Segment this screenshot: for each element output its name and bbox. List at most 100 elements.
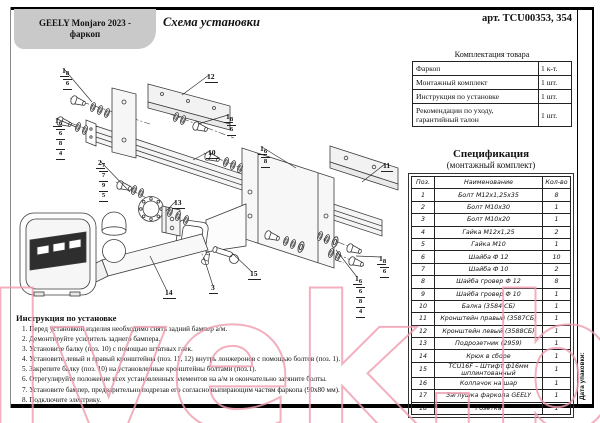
spec-qty: 1 <box>542 214 570 226</box>
spec-row: 9 Шайба гровер Ф 10 1 <box>412 287 570 300</box>
spec-pos: 9 <box>412 288 435 300</box>
spec-row: 7 Шайба Ф 10 2 <box>412 262 570 276</box>
spec-qty: 1 <box>542 390 570 402</box>
spec-pos: 10 <box>412 300 435 313</box>
package-item-name: Фаркоп <box>413 62 539 75</box>
spec-header-qty: Кол-во <box>542 177 570 189</box>
spec-qty: 1 <box>542 338 570 350</box>
spec-qty: 1 <box>542 201 570 214</box>
spec-pos: 3 <box>412 214 435 226</box>
spec-pos: 15 <box>412 362 435 377</box>
instruction-step: 3. Установите балку (поз. 10) с помощью … <box>22 345 193 354</box>
spec-qty: 2 <box>542 226 570 238</box>
spec-pos: 5 <box>412 238 435 251</box>
spec-box: Поз. Наименование Кол-во 1 Болт М12х1,25х… <box>408 173 574 419</box>
frame-right-outer-line <box>592 7 594 408</box>
spec-name: Заглушка фаркопа GEELY <box>446 392 531 400</box>
spec-name: Кронштейн левый (3588СБ) <box>442 327 535 335</box>
spec-qty: 1 <box>542 377 570 390</box>
spec-qty: 10 <box>542 251 570 263</box>
spec-title: Спецификация <box>452 148 530 160</box>
spec-qty: 1 <box>542 238 570 251</box>
article-number: арт. TCU00353, 354 <box>482 13 572 24</box>
spec-row: 10 Балка (3584 СБ) 1 <box>412 299 570 313</box>
instruction-step: 7. Установите бампер, предварительно под… <box>22 385 340 394</box>
package-row: Рекомендации по уходу, гарантийный талон… <box>413 103 571 126</box>
packing-date-label: Дата упаковки: <box>579 352 586 400</box>
spec-section: Спецификация (монтажный комплект) Поз. Н… <box>408 148 574 419</box>
spec-pos: 13 <box>412 338 435 350</box>
spec-header-name: Наименование <box>464 179 513 187</box>
spec-name: Шайба гровер Ф 10 <box>456 290 521 298</box>
spec-qty: 1 <box>542 350 570 362</box>
spec-qty: 8 <box>542 276 570 288</box>
spec-qty: 1 <box>542 313 570 325</box>
instruction-step: 6. Отрегулируйте положение всех установл… <box>22 375 327 384</box>
spec-pos: 17 <box>412 390 435 402</box>
spec-qty: 2 <box>542 263 570 276</box>
spec-pos: 2 <box>412 201 435 214</box>
package-item-name: Рекомендации по уходу, гарантийный талон <box>413 104 539 126</box>
spec-row: 1 Болт М12х1,25х35 8 <box>412 188 570 201</box>
instructions-title: Инструкция по установке <box>16 313 117 323</box>
spec-name: Кронштейн правый (3587СБ) <box>440 315 537 323</box>
spec-subtitle: (монтажный комплект) <box>446 160 536 170</box>
spec-header-row: Поз. Наименование Кол-во <box>412 177 570 189</box>
spec-name: Шайба Ф 10 <box>468 265 509 273</box>
spec-qty: 1 <box>542 362 570 377</box>
frame-right-inner-line <box>577 7 578 404</box>
package-item-name: Монтажный комплект <box>413 76 539 89</box>
spec-name: Балка (3584 СБ) <box>461 303 516 311</box>
spec-row: 13 Подрозетник (2959) 1 <box>412 337 570 350</box>
frame-left-line <box>10 7 11 408</box>
spec-name: Болт М10х30 <box>466 203 511 211</box>
product-subname: фаркоп <box>69 29 101 39</box>
spec-qty: 8 <box>542 189 570 201</box>
spec-pos: 6 <box>412 251 435 263</box>
spec-name: Розетка <box>475 404 502 412</box>
package-item-qty: 1 шт. <box>541 78 558 87</box>
spec-row: 5 Гайка М10 1 <box>412 237 570 251</box>
spec-row: 6 Шайба Ф 12 10 <box>412 250 570 263</box>
spec-name: Крюк в сборе <box>466 352 511 360</box>
spec-qty: 1 <box>542 402 570 415</box>
instruction-step: 4. Установите левый и правый кронштейны … <box>22 355 341 364</box>
spec-pos: 18 <box>412 402 435 415</box>
spec-name: Подрозетник (2959) <box>455 340 522 348</box>
instruction-step: 8. Подключите электрику. <box>22 395 102 404</box>
spec-qty: 1 <box>542 300 570 313</box>
spec-header-pos: Поз. <box>412 177 435 189</box>
spec-qty: 1 <box>542 288 570 300</box>
spec-pos: 16 <box>412 377 435 390</box>
product-name: GEELY Monjaro 2023 - <box>39 18 131 28</box>
package-title: Комплектация товара <box>454 50 530 59</box>
package-item-qty: 1 шт. <box>541 92 558 101</box>
spec-pos: 8 <box>412 276 435 288</box>
instruction-step: 5. Закрепите балку (поз. 10) на установл… <box>22 365 257 374</box>
instructions-steps: 1. Перед установкой изделия необходимо с… <box>16 324 408 405</box>
page-title: Схема установки <box>163 15 260 29</box>
spec-row: 17 Заглушка фаркопа GEELY 1 <box>412 389 570 402</box>
instruction-step: 2. Демонтируйте усилитель заднего бампер… <box>22 335 161 344</box>
spec-row: 14 Крюк в сборе 1 <box>412 349 570 362</box>
spec-name: Болт М12х1,25х35 <box>458 191 519 199</box>
spec-name: Шайба Ф 12 <box>468 253 509 261</box>
install-instructions: Инструкция по установке 1. Перед установ… <box>16 313 408 405</box>
spec-name: Гайка М10 <box>471 241 506 249</box>
spec-pos: 12 <box>412 325 435 338</box>
spec-pos: 1 <box>412 189 435 201</box>
spec-pos: 7 <box>412 263 435 276</box>
spec-row: 2 Болт М10х30 1 <box>412 200 570 214</box>
spec-pos: 14 <box>412 350 435 362</box>
